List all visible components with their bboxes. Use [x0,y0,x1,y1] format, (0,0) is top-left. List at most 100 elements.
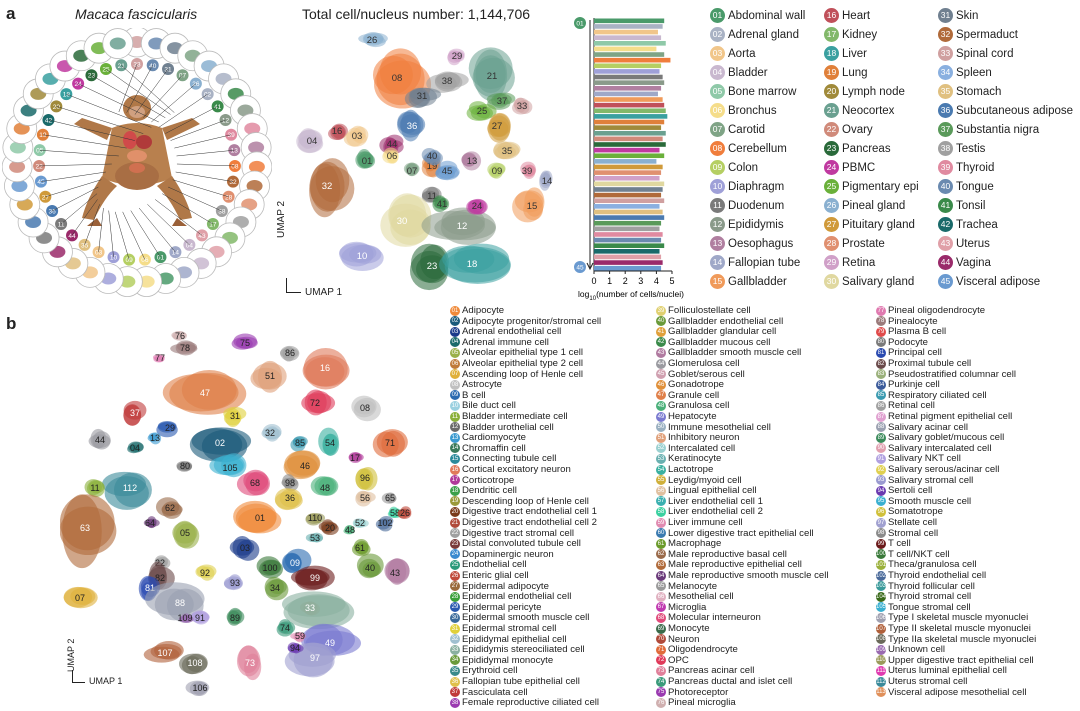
cell-type-number-badge: 28 [450,591,460,602]
umap-b-cluster-blob [92,431,111,450]
cell-type-number-badge: 16 [450,464,460,475]
cell-type-number-badge: 63 [656,559,666,570]
cell-type-name: Sertoli cell [888,485,933,497]
tissue-number-label: 42 [45,117,53,124]
tissue-number-badge: 24 [824,160,839,175]
umap-cluster-label: 12 [457,221,468,232]
arrow-head-icon [586,262,594,271]
tissue-name: Subcutaneous adipose [956,104,1074,117]
umap-cluster-label: 13 [467,156,478,167]
umap-b-cluster-blob [281,591,346,617]
umap-b-cluster-blob [291,642,302,654]
umap-b-cluster-label: 77 [155,353,165,363]
tissue-number-badge: 22 [824,122,839,137]
connector-line [71,199,98,236]
umap-cluster-label: 33 [517,101,528,112]
cell-type-name: Connecting tubule cell [462,453,557,465]
connector-line [60,193,98,225]
cell-type-name: Pineal oligodendrocyte [888,305,986,316]
tissue-number-label: 07 [179,73,187,80]
cell-type-number-badge: 02 [450,316,460,327]
umap-b-x-label: UMAP 1 [89,676,123,686]
bar-01 [594,18,665,24]
tissue-number-badge: 19 [824,65,839,80]
umap-b-cluster-label: 31 [230,411,240,421]
cell-type-name: Liver immune cell [668,517,743,528]
cell-type-name: Salivary intercalated cell [888,442,992,454]
tissue-number-label: 11 [58,221,65,228]
tissue-number-badge: 02 [710,27,725,42]
umap-b-cluster-blob [276,622,294,637]
tissue-name: Pancreas [842,142,891,155]
cell-type-number-badge: 110 [876,655,886,666]
cell-type-name: Retinal cell [888,400,935,412]
tissue-number-badge: 16 [824,8,839,23]
cell-type-name: Monocyte [668,623,710,634]
umap-b-axes [72,670,85,683]
umap-b-cluster-label: 96 [360,473,370,483]
tissue-number-badge: 05 [710,84,725,99]
cell-type-number-badge: 25 [450,559,460,570]
cell-type-name: Pinealocyte [888,315,938,327]
bar-33 [594,198,665,204]
tissue-name: Lung [842,66,868,79]
cell-type-number-badge: 33 [450,644,460,655]
cell-type-number-badge: 77 [876,305,886,316]
umap-b-cluster-label: 51 [265,371,275,381]
cell-type-name: Melanocyte [668,580,718,592]
umap-b-cluster-label: 58 [390,508,400,518]
umap-b-cluster-label: 74 [280,623,290,633]
umap-b-cluster-label: 112 [123,483,137,493]
cell-type-name: Salivary goblet/mucous cell [888,432,1005,444]
umap-b-cluster-blob [181,370,237,410]
bar-14 [594,91,658,97]
umap-b-cluster-blob [154,640,184,660]
cell-type-name: Alveolar epithelial type 1 cell [462,347,584,359]
umap-b-cluster-label: 81 [145,583,155,593]
tissue-name: Pineal gland [842,199,906,212]
tissue-number-badge: 23 [824,141,839,156]
connector-line [42,134,127,149]
bar-end-badge [574,261,586,273]
tissue-number-label: 10 [110,255,118,262]
tissue-name: Diaphragm [728,180,785,193]
cell-type-number-badge: 60 [656,528,666,539]
cell-type-name: Uterus luminal epithelial cell [888,665,1007,677]
tissue-number-label: 39 [228,132,236,139]
umap-b-cluster-blob [350,452,361,462]
umap-b-cluster-label: 89 [230,613,240,623]
cell-type-name: Theca/granulosa cell [888,559,977,571]
umap-cluster-blob [514,97,527,113]
cell-type-name: Type IIa skeletal muscle myonuclei [888,633,1037,645]
bar-29 [594,175,660,181]
umap-b-cluster-label: 100 [262,563,277,573]
cell-type-name: Pancreas acinar cell [668,665,755,677]
tissue-number-dot [225,128,238,141]
cell-type-name: Salivary stromal cell [888,474,974,486]
cell-type-number-badge: 76 [656,697,666,708]
umap-b-cluster-label: 13 [150,433,160,443]
cell-type-name: Liver endothelial cell 1 [668,495,763,507]
cell-type-name: Smooth muscle cell [888,495,972,507]
umap-b-cluster-blob [180,462,193,471]
tissue-name: Heart [842,9,871,22]
umap-b-cluster-label: 11 [90,483,99,493]
